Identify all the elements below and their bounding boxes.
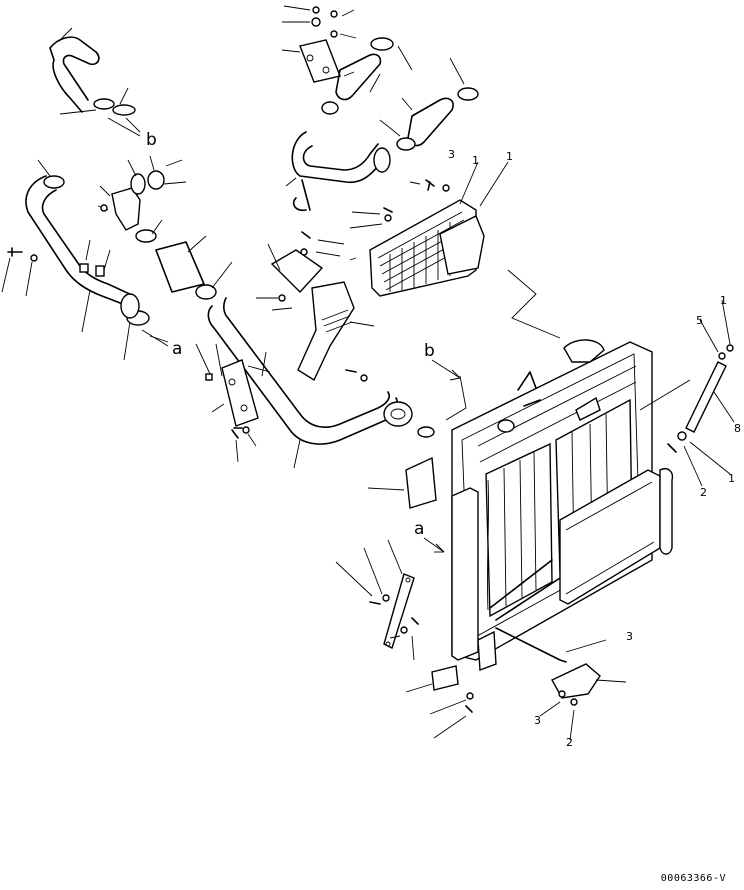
tie-rod bbox=[639, 299, 735, 487]
drawing-code: 00063366-V bbox=[660, 873, 726, 884]
ref-b-center: b bbox=[424, 269, 561, 421]
callout-2-low: 2 bbox=[566, 736, 573, 749]
ref-a-left: a bbox=[141, 329, 182, 359]
fan-guard bbox=[369, 161, 509, 297]
callout-5: 5 bbox=[696, 314, 703, 327]
upper-left-hose bbox=[49, 27, 136, 116]
side-condenser bbox=[559, 468, 674, 605]
ref-a-center: a bbox=[414, 519, 445, 553]
left-hose bbox=[25, 159, 150, 361]
ref-b-upper: b bbox=[107, 117, 157, 150]
mount-bracket-left bbox=[195, 343, 259, 463]
elbow-fitting bbox=[97, 155, 187, 243]
top-hoses bbox=[321, 37, 479, 151]
lower-right-bracket bbox=[495, 627, 627, 741]
seal-pieces bbox=[367, 456, 459, 693]
callout-1: 1 bbox=[720, 294, 727, 307]
left-bolts bbox=[1, 247, 38, 297]
callout-8: 8 bbox=[734, 422, 741, 435]
callout-3-low: 3 bbox=[534, 714, 541, 727]
short-hose bbox=[155, 235, 233, 300]
callout-3-top: 3 bbox=[448, 148, 455, 161]
center-bracket bbox=[256, 243, 375, 382]
ref-label-a-1: a bbox=[172, 339, 182, 359]
ref-label-b-2: b bbox=[424, 341, 435, 361]
side-panel bbox=[451, 479, 497, 671]
callout-2-right: 2 bbox=[700, 486, 707, 499]
top-bracket bbox=[281, 5, 357, 83]
callout-numbers: 1 5 8 2 1 3 3 2 3 1 1 bbox=[448, 148, 741, 749]
callout-1-top: 1 bbox=[472, 154, 479, 167]
callout-3-bracket: 3 bbox=[626, 630, 633, 643]
guard-bolts bbox=[300, 179, 450, 257]
curved-pipe-top bbox=[285, 131, 391, 212]
ref-label-a-2: a bbox=[414, 519, 424, 539]
ref-label-b-1: b bbox=[146, 130, 157, 150]
callout-1-right: 1 bbox=[728, 472, 735, 485]
main-pipe bbox=[207, 297, 435, 469]
callout-1-top2: 1 bbox=[506, 150, 513, 163]
lower-strap bbox=[335, 539, 474, 739]
